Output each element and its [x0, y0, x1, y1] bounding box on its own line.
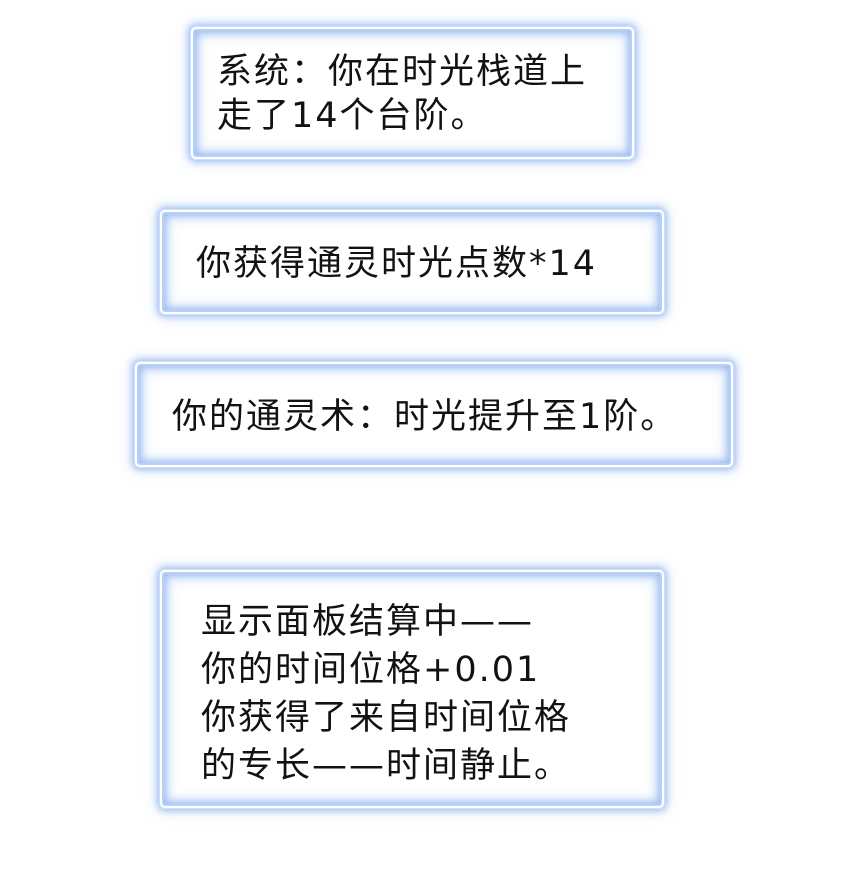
text-line: 的专长——时间静止。	[201, 746, 572, 786]
system-message-text: 你的通灵术：时光提升至1阶。	[172, 395, 677, 439]
text-line: 走了14个台阶。	[217, 96, 488, 136]
system-message-text: 系统：你在时光栈道上 走了14个台阶。	[217, 50, 587, 138]
system-message-panel-points: 你获得通灵时光点数*14	[160, 210, 664, 314]
text-line: 系统：你在时光栈道上	[217, 52, 588, 92]
system-message-panel-skill-upgrade: 你的通灵术：时光提升至1阶。	[135, 362, 733, 467]
text-line: 你的时间位格+0.01	[201, 650, 541, 690]
text-line: 显示面板结算中——	[201, 602, 535, 642]
text-line: 你的通灵术：时光提升至1阶。	[172, 397, 678, 437]
text-line: 你获得了来自时间位格	[201, 698, 572, 738]
system-message-text: 你获得通灵时光点数*14	[196, 242, 597, 286]
system-message-panel-steps: 系统：你在时光栈道上 走了14个台阶。	[191, 27, 634, 159]
system-message-text: 显示面板结算中—— 你的时间位格+0.01 你获得了来自时间位格 的专长——时间…	[201, 598, 571, 790]
text-line: 你获得通灵时光点数*14	[196, 244, 598, 284]
system-message-panel-settlement: 显示面板结算中—— 你的时间位格+0.01 你获得了来自时间位格 的专长——时间…	[160, 570, 664, 808]
